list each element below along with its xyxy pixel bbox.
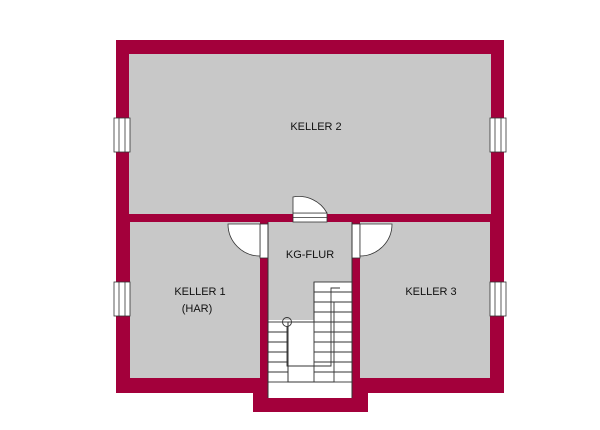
label-kg-flur: KG-FLUR — [286, 249, 334, 261]
door-keller-3 — [351, 223, 393, 259]
stair-area — [268, 320, 352, 398]
staircase — [267, 281, 353, 383]
room-keller-2 — [129, 54, 491, 214]
window-right-upper — [489, 117, 507, 153]
label-keller-1: KELLER 1 — [174, 286, 225, 298]
label-keller-3: KELLER 3 — [405, 286, 456, 298]
label-keller-2: KELLER 2 — [290, 121, 341, 133]
window-right-lower — [489, 281, 507, 317]
window-left-lower — [113, 281, 131, 317]
door-keller-2 — [292, 196, 328, 223]
window-left-upper — [113, 117, 131, 153]
label-keller-1-sub: (HAR) — [182, 303, 213, 315]
